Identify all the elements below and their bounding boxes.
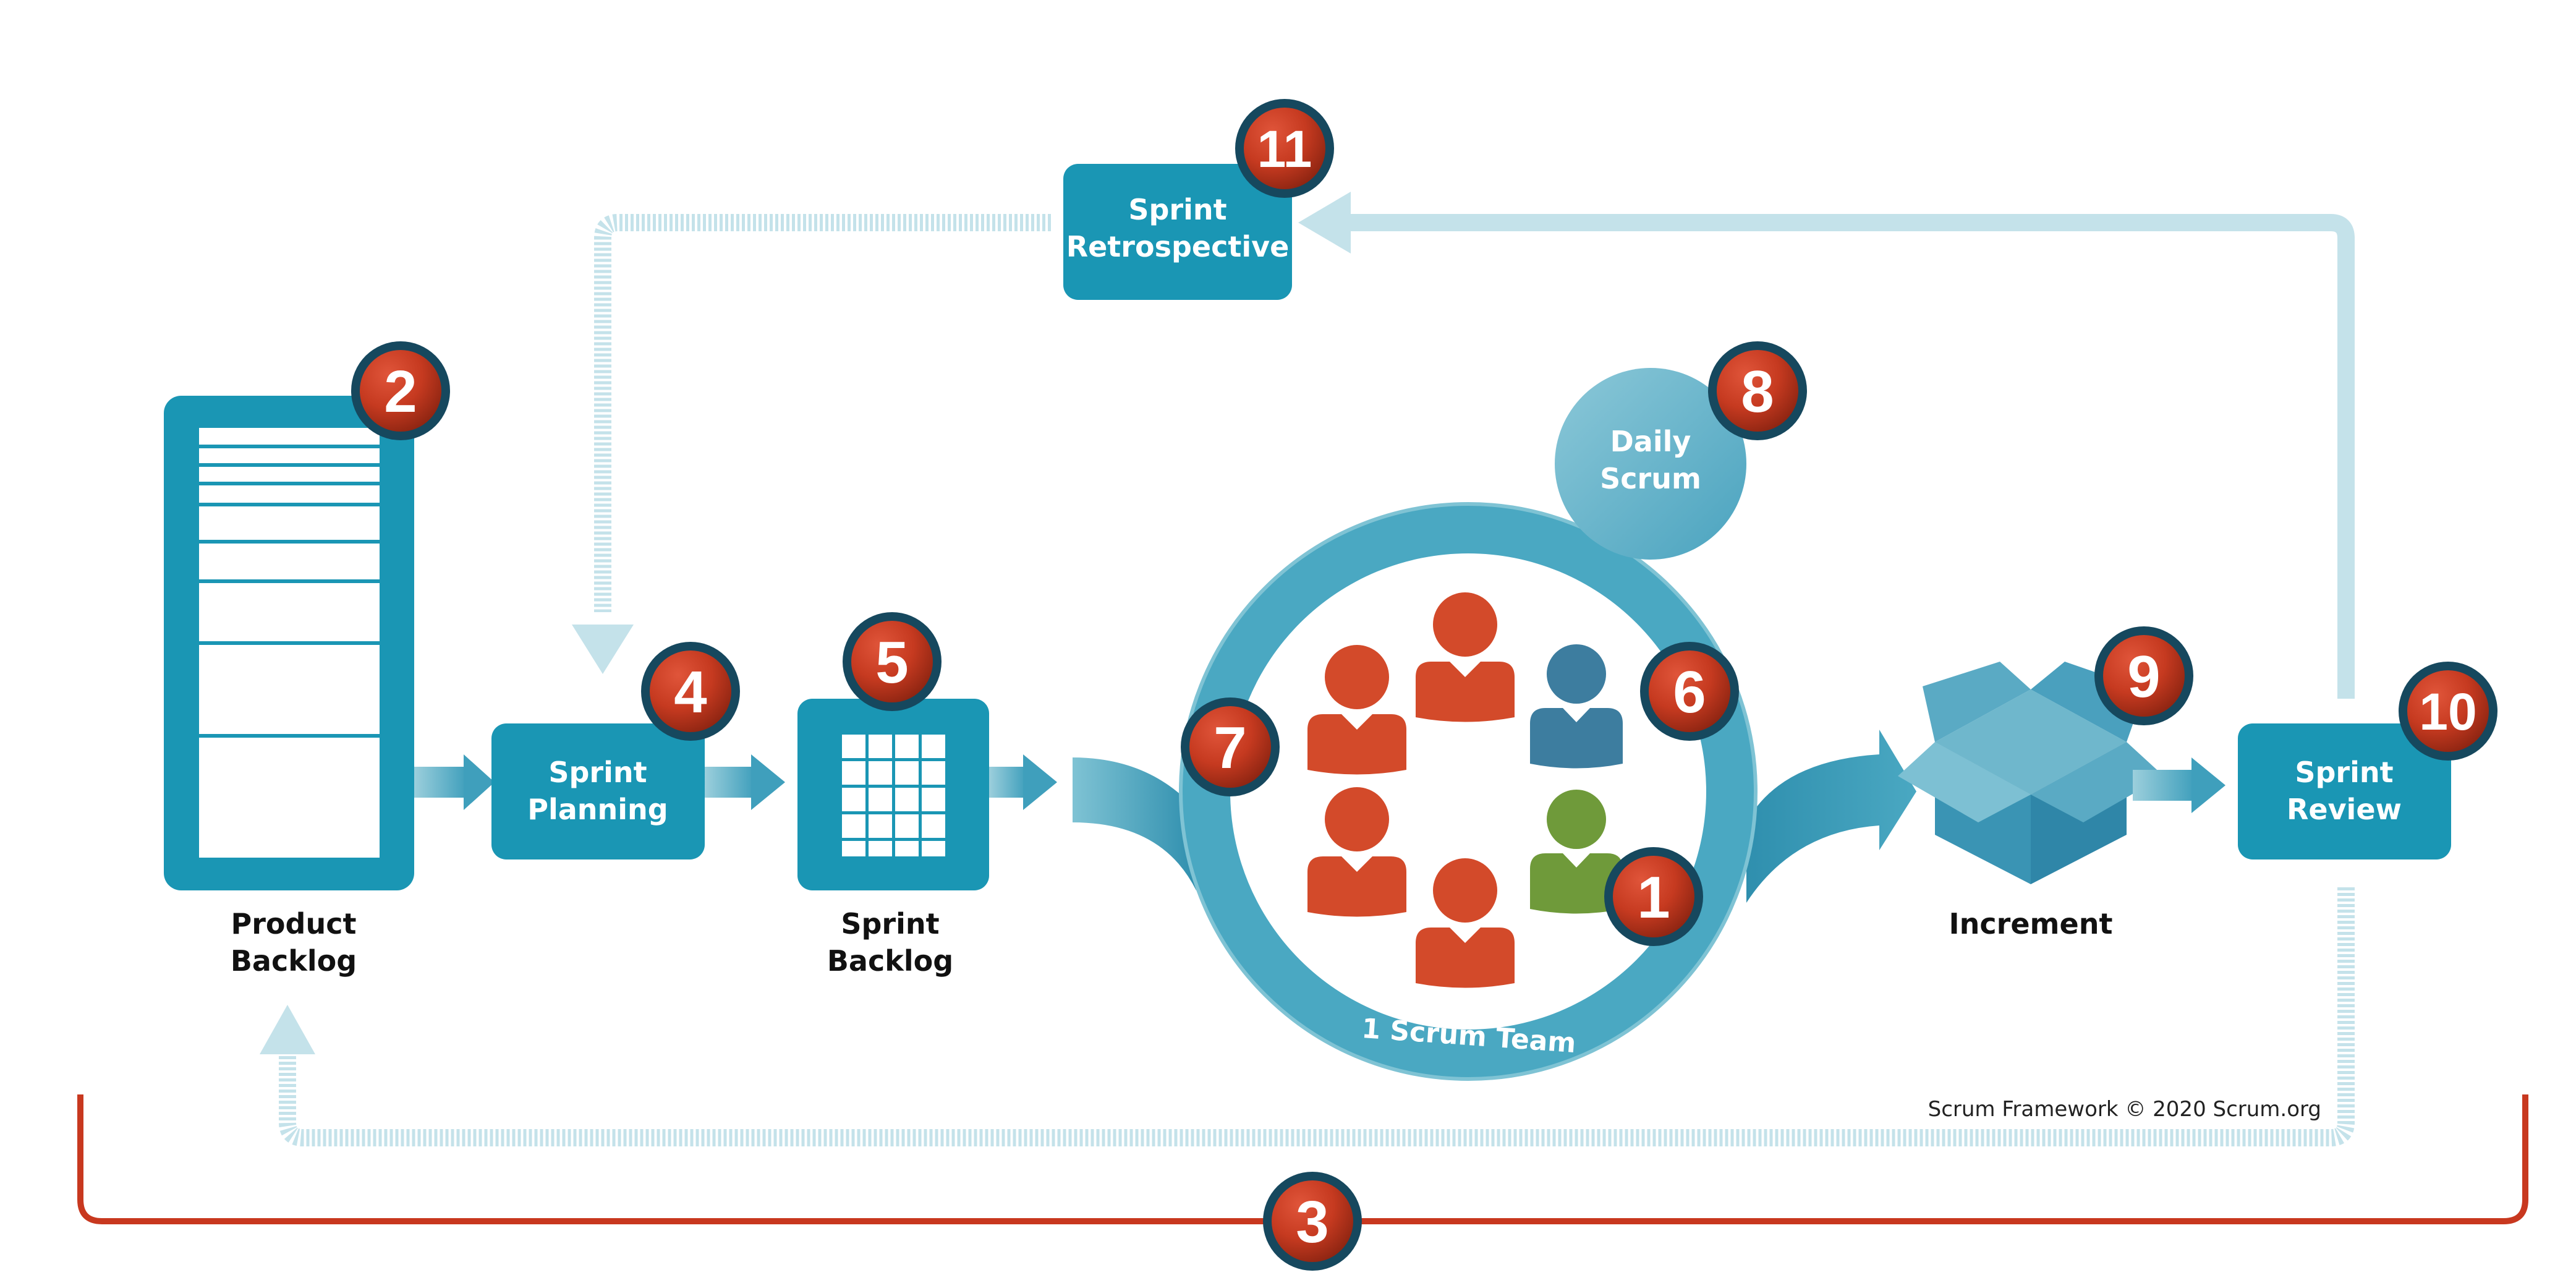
product-backlog-label: Product — [231, 907, 357, 940]
sprint-retrospective-box — [1063, 164, 1292, 300]
sprint-review-label: Sprint — [2295, 756, 2393, 789]
person-icon — [1307, 645, 1406, 775]
person-icon — [1307, 787, 1406, 917]
daily-scrum-label-2: Scrum — [1600, 462, 1701, 495]
retrospective-feedback-line — [594, 214, 1051, 612]
product-backlog — [164, 396, 414, 890]
svg-text:1: 1 — [1637, 864, 1670, 931]
sprint-review-box — [2238, 723, 2451, 859]
svg-text:5: 5 — [875, 629, 908, 696]
badge-11: 11 — [1235, 99, 1334, 198]
sprint-review-label-2: Review — [2287, 793, 2402, 826]
product-backlog-label-2: Backlog — [231, 944, 357, 978]
badge-7: 7 — [1181, 697, 1280, 796]
feedback-arrowhead-backlog — [260, 1005, 315, 1054]
copyright-text: Scrum Framework © 2020 Scrum.org — [1928, 1097, 2321, 1122]
person-icon — [1530, 644, 1623, 769]
badge-9: 9 — [2094, 626, 2193, 725]
retrospective-arrowhead — [1298, 192, 1351, 254]
sprint-planning-box — [491, 723, 705, 859]
svg-text:10: 10 — [2419, 683, 2476, 741]
sprint-inflow-band — [1073, 757, 1196, 890]
badge-3: 3 — [1263, 1172, 1362, 1271]
sprint-retrospective-label: Sprint — [1128, 193, 1226, 226]
arrow-sprint-backlog-to-sprint — [989, 754, 1057, 810]
sprint-planning-label-2: Planning — [527, 793, 668, 826]
badge-6: 6 — [1640, 642, 1739, 741]
sprint-outflow-band — [1746, 730, 1916, 903]
badge-5: 5 — [843, 612, 942, 711]
arrow-backlog-to-planning — [414, 754, 495, 810]
svg-text:11: 11 — [1257, 120, 1312, 178]
svg-text:4: 4 — [674, 659, 707, 725]
sprint-backlog-label-2: Backlog — [827, 944, 953, 978]
svg-text:8: 8 — [1741, 359, 1774, 425]
svg-text:7: 7 — [1214, 715, 1246, 781]
daily-scrum-circle — [1555, 368, 1746, 560]
badge-8: 8 — [1708, 341, 1807, 440]
badge-1: 1 — [1604, 847, 1703, 946]
person-icon — [1416, 592, 1515, 722]
daily-scrum-label: Daily — [1610, 425, 1691, 458]
sprint-backlog-label: Sprint — [841, 907, 939, 940]
svg-text:3: 3 — [1296, 1189, 1328, 1255]
person-icon — [1530, 790, 1623, 914]
increment-label: Increment — [1949, 907, 2113, 940]
badge-10: 10 — [2399, 662, 2497, 761]
svg-text:2: 2 — [384, 359, 417, 425]
arrow-increment-to-review — [2133, 757, 2225, 813]
person-icon — [1416, 858, 1515, 988]
svg-text:6: 6 — [1673, 659, 1706, 725]
sprint-retrospective-label-2: Retrospective — [1066, 230, 1290, 263]
svg-text:9: 9 — [2127, 644, 2160, 710]
sprint-backlog — [797, 699, 989, 890]
arrow-planning-to-sprint-backlog — [705, 754, 785, 810]
badge-2: 2 — [351, 341, 450, 440]
badge-4: 4 — [641, 642, 740, 741]
sprint-planning-label: Sprint — [548, 756, 647, 789]
feedback-arrowhead-planning — [572, 625, 634, 674]
review-to-retrospective-line — [1351, 214, 2355, 699]
review-to-backlog-line — [279, 887, 2355, 1146]
